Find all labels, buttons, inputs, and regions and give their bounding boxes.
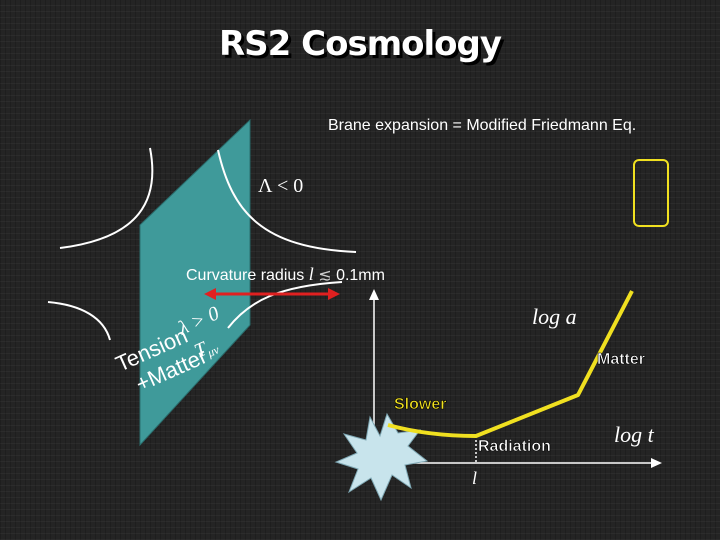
curvature-symbol: l: [308, 264, 314, 284]
big-bang-burst: [334, 412, 429, 502]
expansion-curve: [387, 290, 634, 438]
subtitle: Brane expansion = Modified Friedmann Eq.: [328, 117, 637, 134]
curvature-prefix: Curvature radius: [186, 267, 305, 284]
curvature-caption: Curvature radius l ≲ 0.1mm: [186, 264, 385, 285]
x-axis-arrowhead: [651, 458, 662, 468]
y-axis-label: log a: [532, 304, 577, 329]
curvature-arrow-head-left: [204, 288, 216, 300]
phase-label-matter: Matter: [597, 351, 645, 368]
slide-title: RS2 Cosmology: [218, 24, 502, 64]
bulk-curve-lower-right: [227, 281, 343, 329]
brane-sheet: [139, 118, 251, 447]
y-axis-arrowhead: [369, 289, 379, 300]
bulk-curve-upper-left: [59, 147, 154, 249]
bulk-curve-lower-left: [47, 301, 111, 341]
bulk-lambda-label: Λ < 0: [258, 175, 303, 197]
x-axis-label: log t: [614, 422, 655, 447]
curvature-arrow-head-right: [328, 288, 340, 300]
phase-label-slower: Slower: [394, 396, 446, 413]
curvature-value: 0.1mm: [336, 267, 385, 284]
phase-label-radiation: Radiation: [478, 438, 551, 455]
placeholder-square-icon: [633, 159, 669, 227]
bulk-curve-upper-right: [217, 149, 357, 253]
curvature-relation: ≲: [318, 267, 332, 284]
x-marker-label: l: [472, 468, 477, 488]
